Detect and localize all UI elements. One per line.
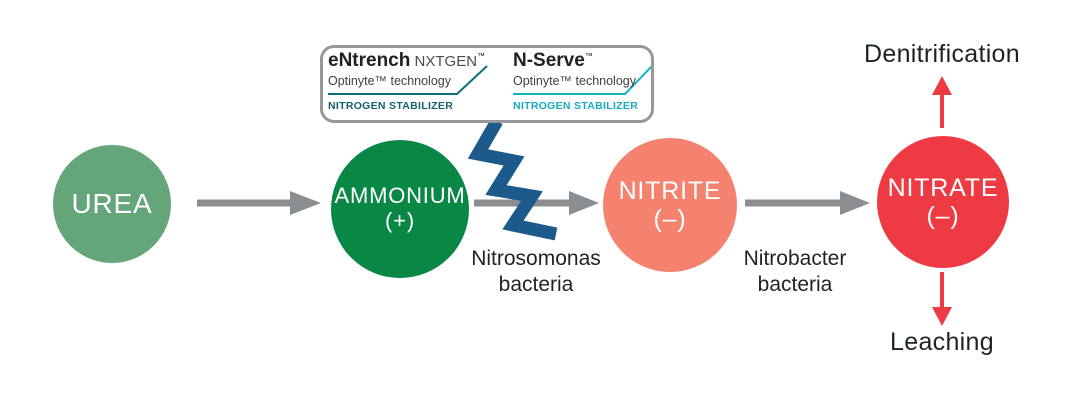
node-label: NITRATE <box>887 174 999 202</box>
arrow-head <box>290 191 321 215</box>
nitrobacter-label: Nitrobacter bacteria <box>743 247 847 296</box>
entrench-subtitle: Optinyte™ technology <box>328 74 451 88</box>
leaching-arrow <box>932 272 952 326</box>
entrench-stabilizer-tag: NITROGEN STABILIZER <box>328 100 454 112</box>
leaching-label: Leaching <box>890 328 994 356</box>
node-circle-nitrate: NITRATE (–) <box>877 136 1009 268</box>
node-circle-urea: UREA <box>53 145 171 263</box>
arrow-head <box>932 76 952 95</box>
entrench-swoosh-icon <box>328 65 488 95</box>
arrow-head <box>840 191 870 215</box>
node-label: AMMONIUM <box>334 183 466 209</box>
node-charge: (–) <box>926 202 960 230</box>
arrow-head <box>569 191 599 215</box>
flow-arrow-nitrite-to-nitrate <box>745 191 870 215</box>
nitrosomonas-label: Nitrosomonas bacteria <box>471 247 601 296</box>
denitrification-arrow <box>932 76 952 128</box>
lightning-bolt-icon <box>467 117 558 241</box>
trademark-symbol: ™ <box>477 51 486 61</box>
stabilizer-products-box: eNtrench NXTGEN™ Optinyte™ technology NI… <box>320 45 654 123</box>
trademark-symbol: ™ <box>584 51 593 61</box>
nserve-stabilizer-tag: NITROGEN STABILIZER <box>513 100 639 112</box>
arrow-head <box>932 307 952 326</box>
node-charge: (–) <box>653 205 687 233</box>
flow-arrow-urea-to-ammonium <box>197 191 321 215</box>
nserve-product-name: N-Serve™ <box>513 50 593 71</box>
node-label: NITRITE <box>618 177 722 205</box>
nserve-swoosh-icon <box>513 65 651 95</box>
entrench-product-name: eNtrench NXTGEN™ <box>328 50 486 71</box>
node-label: UREA <box>71 188 153 220</box>
node-circle-nitrite: NITRITE (–) <box>603 138 737 272</box>
nserve-subtitle: Optinyte™ technology <box>513 74 636 88</box>
node-circle-ammonium: AMMONIUM (+) <box>331 140 469 278</box>
denitrification-label: Denitrification <box>864 40 1020 68</box>
node-charge: (+) <box>385 208 415 233</box>
brand-swoosh-lines <box>328 65 651 95</box>
